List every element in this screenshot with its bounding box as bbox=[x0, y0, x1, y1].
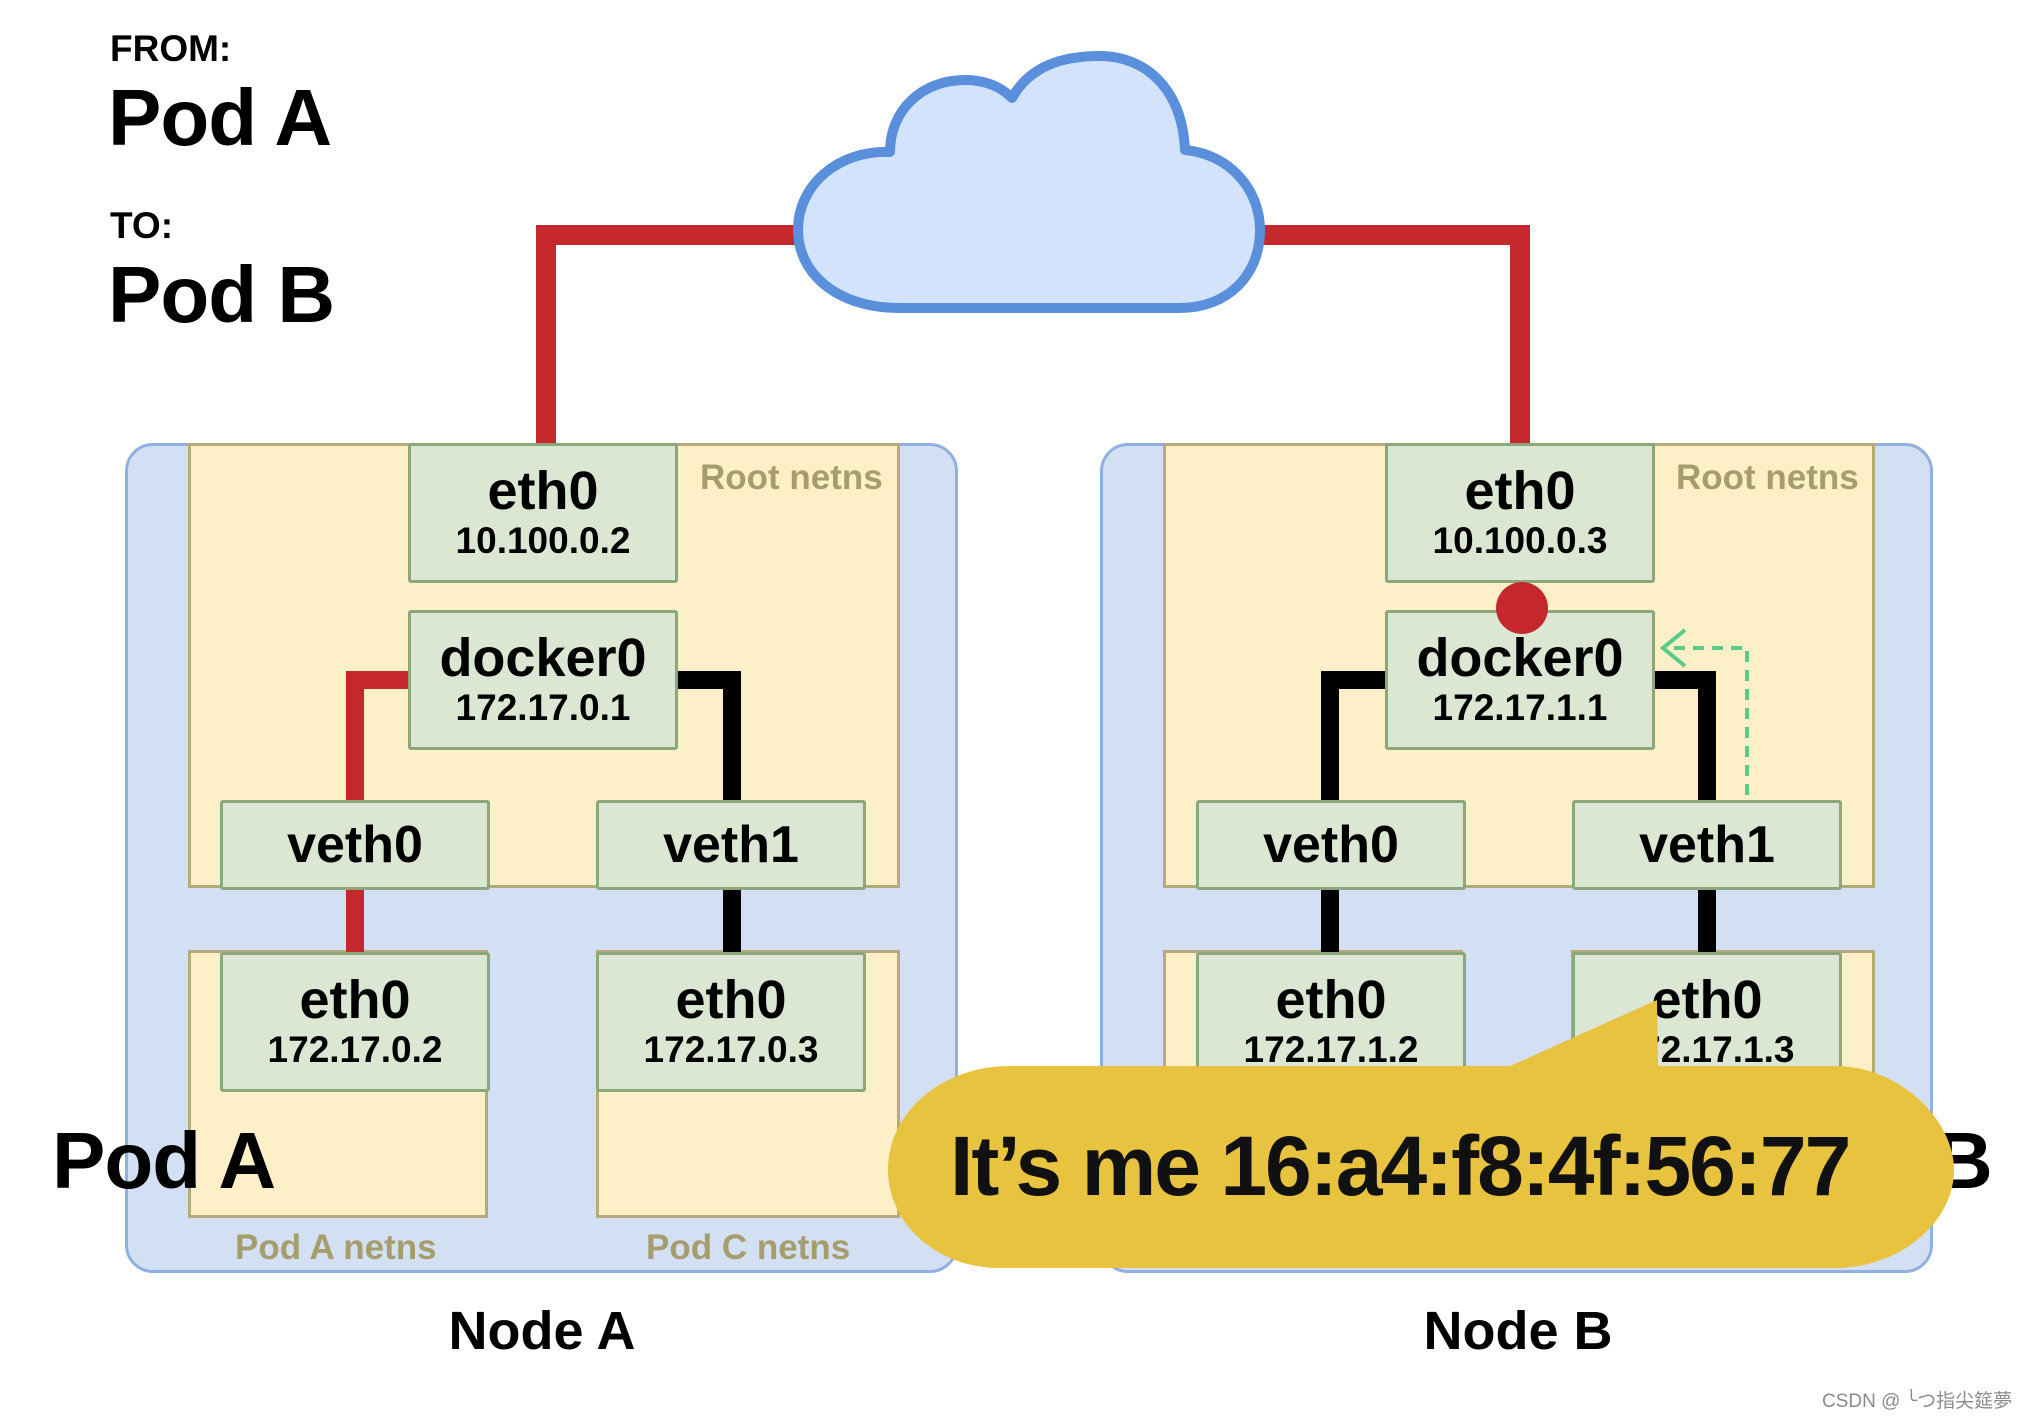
node-b-docker0-box: docker0 172.17.1.1 bbox=[1385, 610, 1655, 750]
node-b-root-netns-label: Root netns bbox=[1676, 458, 1859, 497]
node-a-pod-a-eth0-box: eth0 172.17.0.2 bbox=[220, 952, 490, 1092]
speech-bubble bbox=[888, 1000, 1954, 1268]
node-b-docker0-ip: 172.17.1.1 bbox=[1432, 687, 1608, 729]
node-a-docker0-ip: 172.17.0.1 bbox=[455, 687, 631, 729]
node-b-eth0-ip: 10.100.0.3 bbox=[1432, 520, 1608, 562]
node-a-root-netns-label: Root netns bbox=[700, 458, 883, 497]
node-a-label: Node A bbox=[448, 1301, 636, 1361]
node-a-veth1-name: veth1 bbox=[663, 815, 799, 874]
node-b-label: Node B bbox=[1423, 1301, 1613, 1361]
node-b-docker0-name: docker0 bbox=[1416, 628, 1624, 689]
node-a-pod-a-eth0-ip: 172.17.0.2 bbox=[267, 1029, 443, 1071]
pod-a-label: Pod A bbox=[52, 1116, 276, 1205]
node-a-eth0-box: eth0 10.100.0.2 bbox=[408, 443, 678, 583]
speech-bubble-text: It’s me 16:a4:f8:4f:56:77 bbox=[950, 1118, 1851, 1213]
node-a-uplink bbox=[536, 225, 800, 443]
node-b-uplink bbox=[1260, 225, 1530, 443]
node-b-veth0-name: veth0 bbox=[1263, 815, 1399, 874]
node-a-pod-c-eth0-name: eth0 bbox=[675, 970, 787, 1031]
watermark: CSDN @ ╰つ指尖筵夢 bbox=[1822, 1391, 2013, 1412]
node-a-eth0-ip: 10.100.0.2 bbox=[455, 520, 631, 562]
node-b-eth0-name: eth0 bbox=[1464, 461, 1576, 522]
node-a-veth1-box: veth1 bbox=[596, 800, 866, 890]
node-b-docker0-veth0-link bbox=[1321, 671, 1385, 800]
node-a-pod-c-eth0-box: eth0 172.17.0.3 bbox=[596, 952, 866, 1092]
node-a-docker0-veth1-link bbox=[678, 671, 741, 800]
node-a-eth0-name: eth0 bbox=[487, 461, 599, 522]
from-value: Pod A bbox=[108, 73, 332, 162]
node-a-veth0-box: veth0 bbox=[220, 800, 490, 890]
cloud-icon bbox=[793, 51, 1265, 313]
node-a-docker0-box: docker0 172.17.0.1 bbox=[408, 610, 678, 750]
node-b-veth1-box: veth1 bbox=[1572, 800, 1842, 890]
node-a-docker0-name: docker0 bbox=[439, 628, 647, 689]
node-a-veth0-name: veth0 bbox=[287, 815, 423, 874]
node-b-pod-eth0-left-ip: 172.17.1.2 bbox=[1243, 1029, 1419, 1071]
node-b-eth0-box: eth0 10.100.0.3 bbox=[1385, 443, 1655, 583]
node-a-pod-c-eth0-ip: 172.17.0.3 bbox=[643, 1029, 819, 1071]
node-a-docker0-veth0-link bbox=[346, 671, 410, 800]
pod-a-netns-label: Pod A netns bbox=[235, 1228, 437, 1267]
arp-reply-arrow bbox=[1665, 646, 1749, 795]
node-b-docker0-veth1-link bbox=[1653, 671, 1716, 800]
to-label: TO: bbox=[110, 205, 174, 246]
to-value: Pod B bbox=[108, 250, 335, 339]
pod-c-netns-label: Pod C netns bbox=[646, 1228, 851, 1267]
packet-marker-icon bbox=[1496, 582, 1548, 634]
node-b-veth0-box: veth0 bbox=[1196, 800, 1466, 890]
from-label: FROM: bbox=[110, 28, 232, 69]
node-b-pod-eth0-right-name: eth0 bbox=[1651, 970, 1763, 1031]
node-b-veth1-name: veth1 bbox=[1639, 815, 1775, 874]
arp-reply-arrowhead bbox=[1659, 628, 1687, 668]
node-a-pod-a-eth0-name: eth0 bbox=[299, 970, 411, 1031]
node-b-pod-eth0-left-name: eth0 bbox=[1275, 970, 1387, 1031]
